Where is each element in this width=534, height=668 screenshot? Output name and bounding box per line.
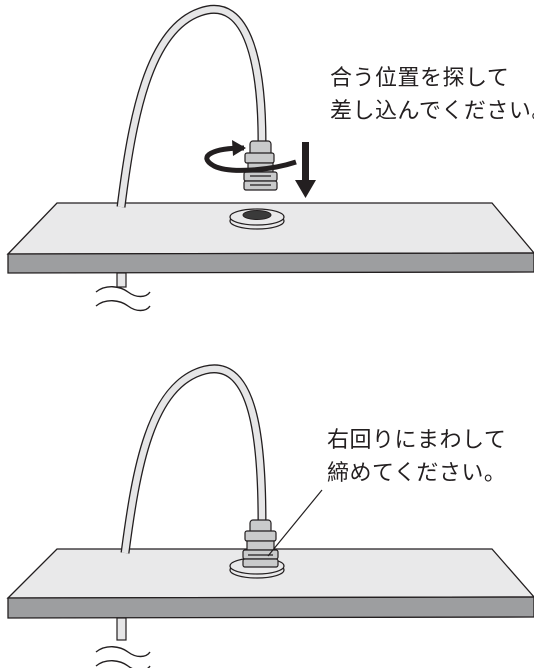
step2-connector bbox=[242, 519, 279, 568]
step1-down-arrow bbox=[295, 142, 316, 198]
step2-leader-line bbox=[267, 489, 323, 557]
step1-illustration bbox=[6, 5, 534, 312]
step2-cable bbox=[120, 364, 267, 554]
step2-instruction-line1: 右回りにまわして bbox=[327, 428, 507, 453]
step1-cable bbox=[116, 5, 267, 208]
step1-board bbox=[6, 202, 534, 274]
step2-cable-below bbox=[116, 617, 127, 641]
step1-cable-below bbox=[116, 272, 127, 288]
step1-instruction-line2: 差し込んでください。 bbox=[330, 99, 534, 124]
step2-instruction-line2: 締めてください。 bbox=[327, 461, 507, 486]
step1-socket bbox=[229, 208, 285, 230]
step1-connector bbox=[243, 140, 278, 191]
step2-break-mark bbox=[95, 646, 151, 668]
step2-illustration bbox=[6, 364, 534, 668]
step1-instruction-line1: 合う位置を探して bbox=[330, 66, 510, 91]
step1-break-mark bbox=[95, 286, 151, 312]
step1-rotate-arrow bbox=[204, 140, 297, 173]
